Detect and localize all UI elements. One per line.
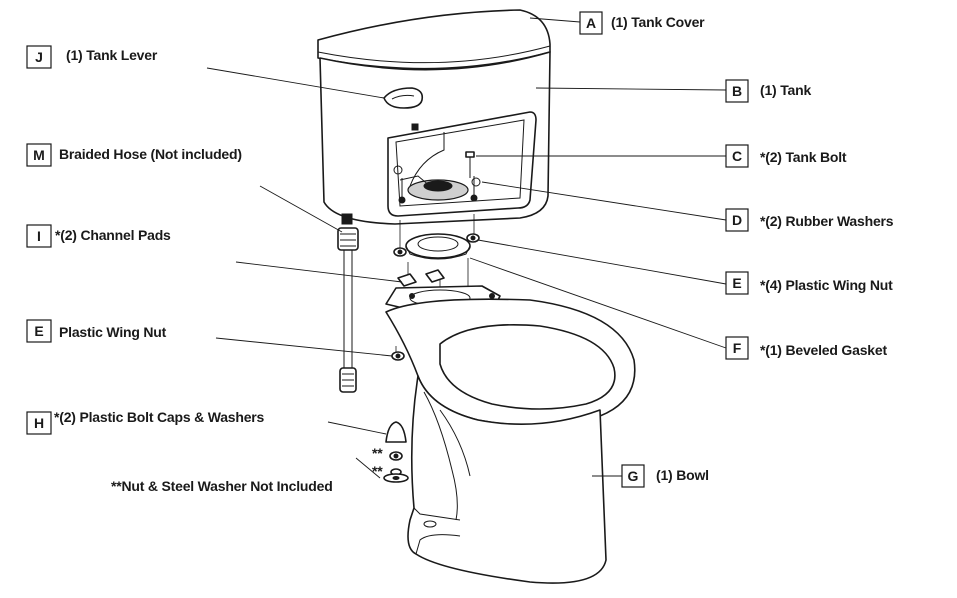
callout-m-text: Braided Hose (Not included) [59,146,242,162]
callout-i-text: *(2) Channel Pads [55,227,171,243]
callout-d: D *(2) Rubber Washers [725,208,894,232]
callout-g-letter: G [628,468,639,484]
bolt-caps-illustration [383,421,409,483]
callout-a-letter: A [586,15,596,31]
callout-c: C *(2) Tank Bolt [725,144,847,168]
tank-washers-illustration [393,233,480,257]
callout-j-letter: J [35,49,43,65]
callout-c-letter: C [732,148,742,164]
beveled-gasket-illustration [405,233,471,260]
callout-m-box [26,143,52,167]
tank-illustration [319,51,551,225]
leader-lines [206,17,727,479]
double-star-mark-1: ** [372,445,383,461]
channel-pads-illustration [397,269,445,287]
callout-j: J (1) Tank Lever [26,45,158,69]
tank-bolt-illustration [465,151,475,178]
callout-a-box [579,11,603,35]
callout-e-left-text: Plastic Wing Nut [59,324,167,340]
callout-b: B (1) Tank [725,79,812,103]
tank-cover-illustration [317,9,551,70]
callout-a-text: (1) Tank Cover [611,14,705,30]
callout-f: F *(1) Beveled Gasket [725,336,888,360]
callout-h: H *(2) Plastic Bolt Caps & Washers [26,409,265,435]
callout-f-text: *(1) Beveled Gasket [760,342,887,358]
callout-j-box [26,45,52,69]
callout-b-letter: B [732,83,742,99]
callout-b-text: (1) Tank [760,82,811,98]
callout-m: M Braided Hose (Not included) [26,143,242,167]
fill-valve-nut [341,213,353,225]
callout-e-right-letter: E [732,275,741,291]
callout-i-letter: I [37,228,41,244]
callout-f-letter: F [733,340,742,356]
callout-i-box [26,224,52,248]
callout-d-text: *(2) Rubber Washers [760,213,894,229]
callout-d-letter: D [732,212,742,228]
callout-b-box [725,79,749,103]
double-star-mark-2: ** [372,463,383,479]
callout-c-text: *(2) Tank Bolt [760,149,847,165]
callout-g: G (1) Bowl [621,464,709,488]
callout-h-box [26,411,52,435]
callout-e-right-text: *(4) Plastic Wing Nut [760,277,893,293]
bowl-wing-nut-illustration [391,351,405,361]
callout-g-text: (1) Bowl [656,467,709,483]
callout-e-right: E *(4) Plastic Wing Nut [725,271,893,295]
callout-a: A (1) Tank Cover [579,11,705,35]
callout-d-box [725,208,749,232]
footnote: **Nut & Steel Washer Not Included [111,478,333,494]
callout-h-text: *(2) Plastic Bolt Caps & Washers [54,409,265,425]
callout-e-left: E Plastic Wing Nut [26,319,167,343]
tank-lever-illustration [383,87,424,109]
bowl-illustration [385,285,636,584]
callout-g-box [621,464,645,488]
callout-i: I *(2) Channel Pads [26,224,171,248]
callout-e-right-box [725,271,749,295]
callout-j-text: (1) Tank Lever [66,47,158,63]
callout-h-letter: H [34,415,44,431]
braided-hose-illustration [337,227,359,393]
callout-e-left-box [26,319,52,343]
callout-e-left-letter: E [34,323,43,339]
callout-c-box [725,144,749,168]
callout-m-letter: M [33,147,45,163]
callout-f-box [725,336,749,360]
